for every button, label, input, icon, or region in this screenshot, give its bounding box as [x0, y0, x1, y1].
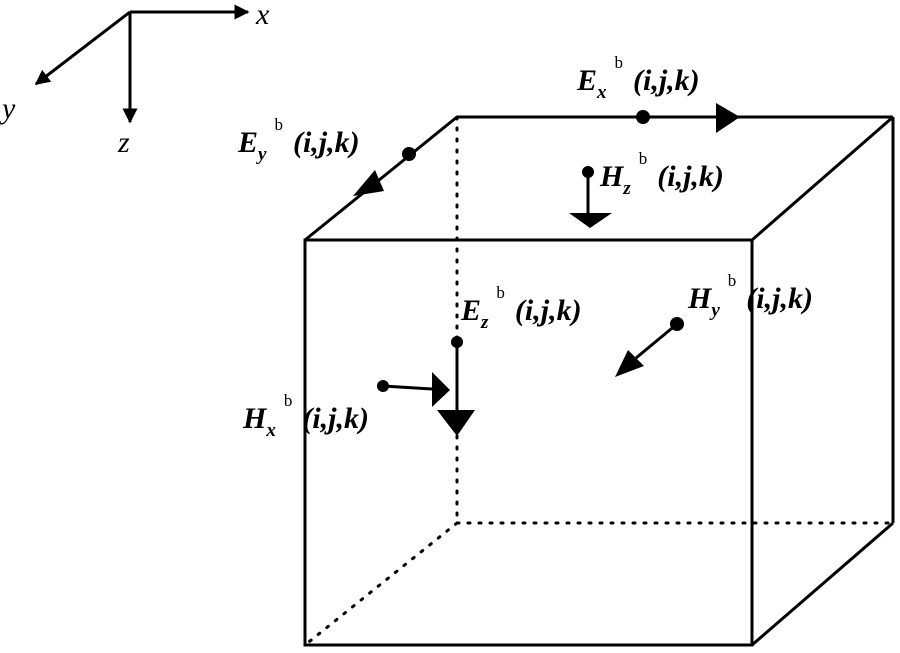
- cube-visible-edges: [303, 115, 895, 647]
- hy-component: [615, 317, 684, 377]
- x-axis-label: x: [255, 0, 270, 31]
- ez-component: [437, 336, 475, 436]
- ex-component: [636, 103, 740, 133]
- ez-label: Ezb(i,j,k): [460, 283, 582, 333]
- hz-component: [569, 166, 612, 228]
- axes-group: x y z: [0, 0, 270, 159]
- ey-label: Eyb(i,j,k): [237, 115, 360, 165]
- hy-label: Hyb(i,j,k): [687, 271, 813, 321]
- ex-label: Exb(i,j,k): [576, 53, 700, 103]
- hz-label: Hzb(i,j,k): [599, 149, 724, 199]
- y-axis-label: y: [0, 92, 16, 125]
- hx-label: Hxb(i,j,k): [242, 391, 369, 441]
- ey-component: [353, 147, 416, 196]
- cube-hidden-edges: [303, 115, 895, 647]
- hx-component: [377, 372, 450, 407]
- z-axis-label: z: [117, 126, 130, 159]
- y-axis-arrow: [34, 10, 131, 86]
